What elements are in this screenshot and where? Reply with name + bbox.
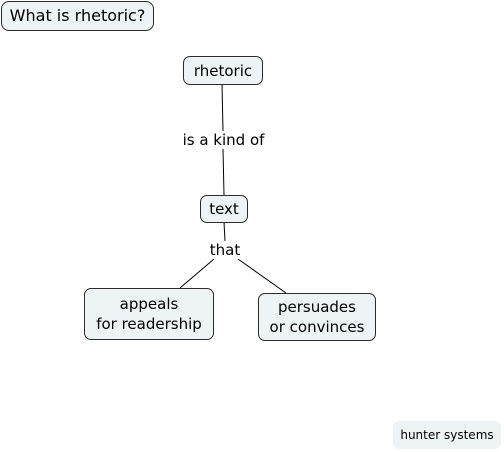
connector-that-to-appeals [179,258,215,289]
link-label-that: that [205,241,245,259]
connector-label-to-text [222,148,225,196]
concept-node-text[interactable]: text [200,195,248,223]
connector-text-to-that [223,221,226,242]
concept-node-persuades[interactable]: persuades or convinces [258,293,376,341]
link-label-is-a-kind-of: is a kind of [176,131,271,149]
connector-that-to-persuades [237,258,287,294]
map-title: What is rhetoric? [1,1,154,31]
connector-rhetoric-to-label [221,83,224,132]
credit-badge: hunter systems [393,421,501,449]
concept-node-appeals[interactable]: appeals for readership [84,288,214,340]
concept-node-rhetoric[interactable]: rhetoric [183,56,263,85]
